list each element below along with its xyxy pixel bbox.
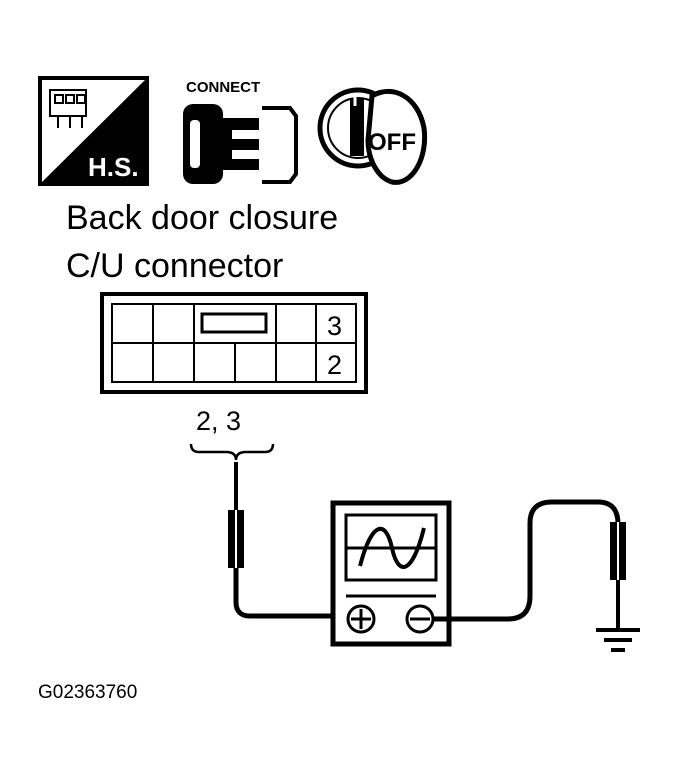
figure-id: G02363760: [38, 682, 137, 703]
pin-3-label: 3: [327, 311, 342, 341]
harness-icon-label: H.S.: [88, 152, 139, 182]
harness-connector-icon: H.S.: [38, 76, 149, 186]
connector-face: [100, 292, 368, 394]
pin-2-label: 2: [327, 350, 342, 380]
positive-test-probe: [228, 462, 352, 619]
connector-lock-tab: [200, 312, 268, 334]
connect-icon-label: CONNECT: [186, 79, 260, 96]
probe-brace: [189, 443, 275, 461]
connector-pictogram-icon: [49, 89, 87, 128]
ground-icon: [596, 628, 640, 652]
connector-title-line2: C/U connector: [66, 247, 283, 285]
ignition-off-icon: OFF: [317, 87, 428, 185]
oscilloscope-icon: [330, 500, 452, 647]
ignition-off-label: OFF: [368, 129, 416, 156]
connect-icon: CONNECT: [183, 79, 298, 184]
probe-pin-label: 2, 3: [196, 406, 241, 436]
negative-test-probe: [433, 499, 626, 628]
connector-title-line1: Back door closure: [66, 199, 338, 237]
